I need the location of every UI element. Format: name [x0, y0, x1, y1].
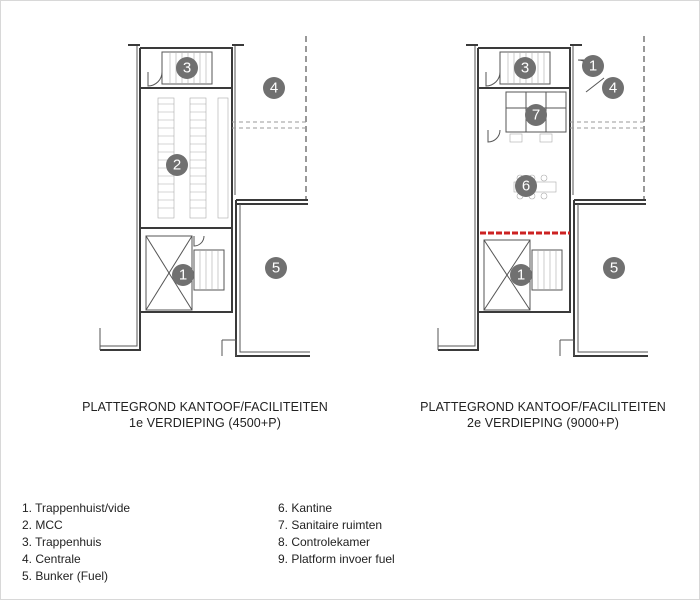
legend-item: 7. Sanitaire ruimten: [278, 518, 383, 532]
legend-right: 6. Kantine 7. Sanitaire ruimten 8. Contr…: [278, 500, 395, 568]
room-marker: [172, 264, 194, 286]
room-marker: [263, 77, 285, 99]
floor-plan-2: 3 1 4 7 6 1 5: [437, 36, 648, 357]
floor-plan-1: 3 4 2 1 5: [99, 36, 310, 357]
legend-item: 1. Trappenhuist/vide: [22, 501, 131, 515]
room-marker-label: 4: [270, 80, 278, 97]
room-marker-label: 3: [521, 60, 529, 77]
room-marker: [176, 57, 198, 79]
room-marker: [525, 104, 547, 126]
legend-item: 3. Trappenhuis: [22, 535, 102, 549]
plan-subtitle: 1e VERDIEPING (4500+P): [129, 416, 281, 430]
legend-item: 9. Platform invoer fuel: [278, 552, 395, 566]
room-marker-label: 3: [183, 60, 191, 77]
room-marker: [602, 77, 624, 99]
room-marker: [603, 257, 625, 279]
room-marker: [582, 55, 604, 77]
room-marker: [515, 175, 537, 197]
legend-item: 5. Bunker (Fuel): [22, 569, 109, 583]
room-marker-label: 5: [272, 260, 280, 277]
room-marker-label: 4: [609, 80, 617, 97]
legend-item: 8. Controlekamer: [278, 535, 371, 549]
room-marker: [166, 154, 188, 176]
room-marker-label: 1: [517, 267, 525, 284]
room-marker-label: 1: [179, 267, 187, 284]
plan-subtitle: 2e VERDIEPING (9000+P): [467, 416, 619, 430]
legend-item: 4. Centrale: [22, 552, 81, 566]
room-marker-label: 6: [522, 178, 530, 195]
room-marker: [514, 57, 536, 79]
room-marker-label: 7: [532, 107, 540, 124]
room-marker-label: 1: [589, 58, 597, 75]
legend-item: 2. MCC: [22, 518, 63, 532]
plan-title: PLATTEGROND KANTOOF/FACILITEITEN: [82, 400, 328, 414]
plan-caption-1: PLATTEGROND KANTOOF/FACILITEITEN 1e VERD…: [60, 399, 350, 431]
plan-title: PLATTEGROND KANTOOF/FACILITEITEN: [420, 400, 666, 414]
room-marker: [510, 264, 532, 286]
room-marker-label: 2: [173, 157, 181, 174]
plan-caption-2: PLATTEGROND KANTOOF/FACILITEITEN 2e VERD…: [398, 399, 688, 431]
legend-item: 6. Kantine: [278, 501, 333, 515]
room-marker-label: 5: [610, 260, 618, 277]
legend-left: 1. Trappenhuist/vide 2. MCC 3. Trappenhu…: [22, 500, 130, 585]
room-marker: [265, 257, 287, 279]
